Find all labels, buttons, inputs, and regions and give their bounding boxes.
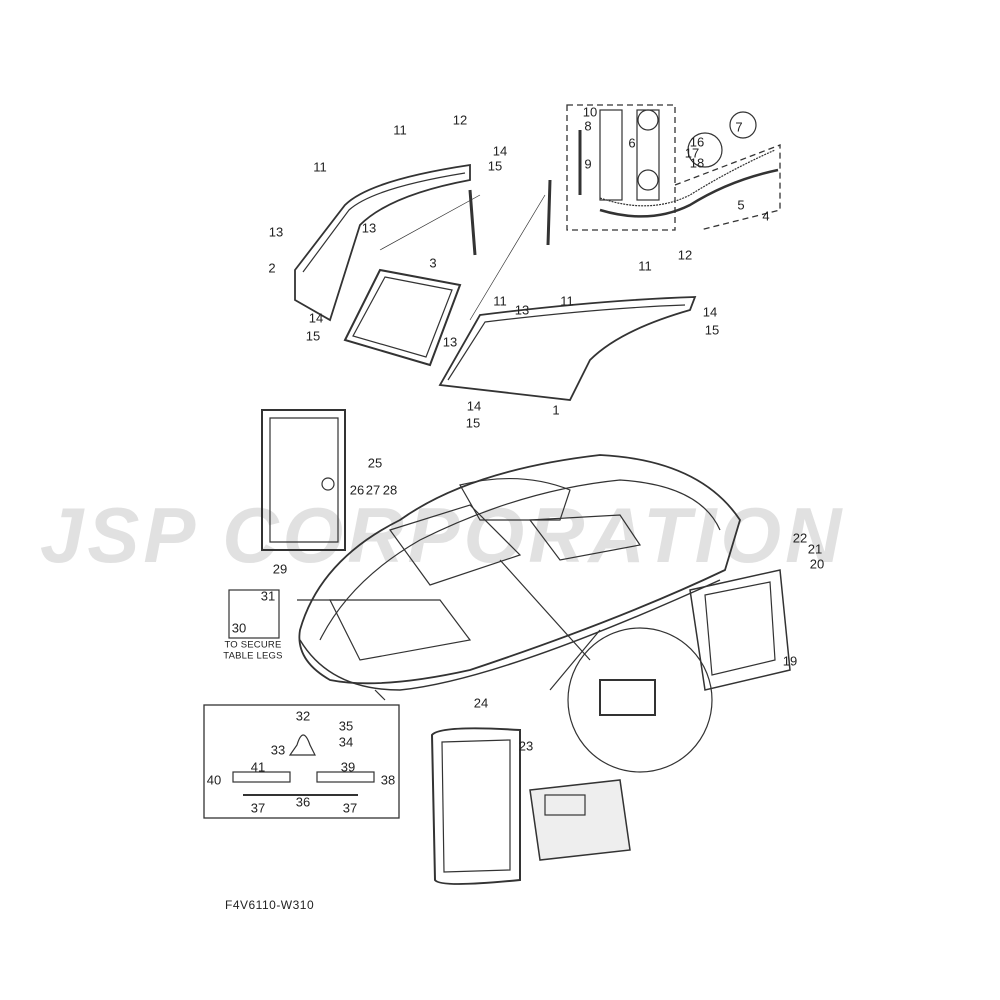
part-callout-15: 15 [305,328,321,344]
part-callout-27: 27 [365,482,381,498]
part-callout-12: 12 [677,247,693,263]
part-callout-17: 17 [684,145,700,161]
part-callout-7: 7 [735,119,743,135]
part-callout-12: 12 [452,112,468,128]
part-callout-8: 8 [584,118,592,134]
part-callout-41: 41 [250,759,266,775]
part-callout-15: 15 [704,322,720,338]
part-callout-15: 15 [487,158,503,174]
part-callout-36: 36 [295,794,311,810]
part-callout-2: 2 [268,260,276,276]
part-callout-24: 24 [473,695,489,711]
part-callout-35: 35 [338,718,354,734]
windshield-left [294,163,471,322]
part-callout-40: 40 [206,772,222,788]
part-callout-33: 33 [270,742,286,758]
part-callout-13: 13 [268,224,284,240]
part-callout-13: 13 [361,220,377,236]
part-callout-13: 13 [514,302,530,318]
part-callout-11: 11 [313,159,327,175]
part-callout-37: 37 [250,800,266,816]
windshield-center [343,268,462,367]
part-callout-26: 26 [349,482,365,498]
part-callout-11: 11 [493,293,507,309]
part-callout-21: 21 [807,541,823,557]
part-callout-18: 18 [689,155,705,171]
part-callout-5: 5 [737,197,745,213]
note-line-2: TABLE LEGS [223,650,283,662]
part-callout-32: 32 [295,708,311,724]
part-callout-4: 4 [762,208,770,224]
part-callout-19: 19 [782,653,798,669]
part-callout-37: 37 [342,800,358,816]
part-callout-34: 34 [338,734,354,750]
part-callout-15: 15 [465,415,481,431]
part-callout-22: 22 [792,530,808,546]
part-callout-30: 30 [231,620,247,636]
part-callout-16: 16 [689,134,705,150]
diagram-code: F4V6110-W310 [225,898,315,912]
part-callout-20: 20 [809,556,825,572]
part-callout-28: 28 [382,482,398,498]
note-line-1: TO SECURE [224,639,282,651]
part-callout-29: 29 [272,561,288,577]
part-callout-13: 13 [442,334,458,350]
part-callout-11: 11 [638,258,652,274]
part-callout-3: 3 [429,255,437,271]
part-callout-9: 9 [584,156,592,172]
part-callout-10: 10 [582,104,598,120]
part-callout-14: 14 [702,304,718,320]
part-callout-39: 39 [340,759,356,775]
windshield-right [438,296,697,401]
part-callout-1: 1 [552,402,560,418]
boat-hull [298,454,741,691]
part-callout-11: 11 [393,122,407,138]
part-callout-38: 38 [380,772,396,788]
part-callout-14: 14 [466,398,482,414]
part-callout-31: 31 [260,588,276,604]
part-callout-11: 11 [560,293,574,309]
watermark: JSP CORPORATION [40,491,846,579]
part-callout-25: 25 [367,455,383,471]
part-callout-23: 23 [518,738,534,754]
part-callout-6: 6 [628,135,636,151]
part-callout-14: 14 [308,310,324,326]
part-callout-14: 14 [492,143,508,159]
